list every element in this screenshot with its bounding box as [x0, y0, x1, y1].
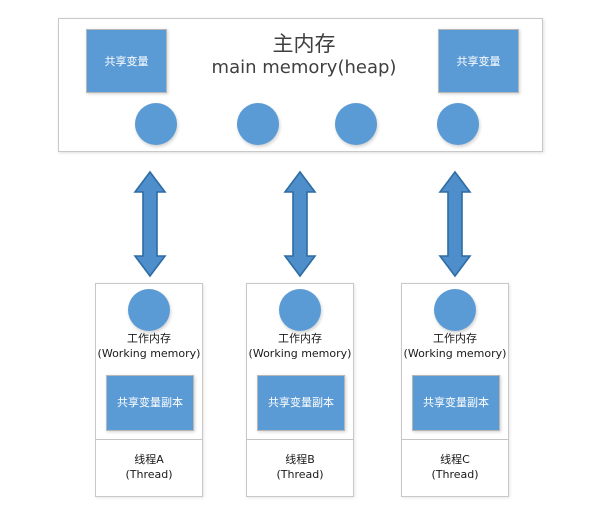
working-memory-label-en-c: (Working memory) — [403, 346, 507, 360]
main-memory-title-en: main memory(heap) — [211, 57, 397, 79]
arrow-thread-c — [437, 170, 473, 278]
shared-variable-copy-label-c: 共享变量副本 — [423, 395, 489, 409]
thread-label-en-a: (Thread) — [125, 468, 173, 481]
main-memory-container: 共享变量 主内存 main memory(heap) 共享变量 — [58, 18, 543, 152]
shared-variable-copy-box-c: 共享变量副本 — [412, 375, 500, 431]
double-arrow-icon — [133, 170, 167, 278]
working-memory-label-b: 工作内存 (Working memory) — [247, 332, 353, 362]
working-memory-circle-a — [128, 289, 170, 331]
thread-box-c: 线程C (Thread) — [401, 440, 509, 497]
double-arrow-icon — [438, 170, 472, 278]
working-memory-label-en-b: (Working memory) — [248, 346, 352, 360]
shared-variable-box-left: 共享变量 — [86, 29, 167, 93]
thread-label-cn-c: 线程C — [440, 453, 470, 467]
working-memory-label-cn-a: 工作内存 — [127, 332, 171, 345]
arrow-thread-b — [282, 170, 318, 278]
shared-variable-label-left: 共享变量 — [104, 55, 149, 68]
working-memory-label-c: 工作内存 (Working memory) — [402, 332, 508, 362]
thread-column-b: 工作内存 (Working memory) 共享变量副本 线程B (Thread… — [246, 283, 354, 497]
working-memory-box-a: 工作内存 (Working memory) 共享变量副本 — [95, 283, 203, 440]
thread-label-en-b: (Thread) — [276, 468, 324, 481]
memory-cell-circle-2 — [237, 103, 279, 145]
working-memory-circle-b — [279, 289, 321, 331]
shared-variable-box-right: 共享变量 — [438, 29, 519, 93]
thread-column-a: 工作内存 (Working memory) 共享变量副本 线程A (Thread… — [95, 283, 203, 497]
thread-label-en-c: (Thread) — [431, 468, 479, 481]
thread-label-cn-b: 线程B — [285, 453, 315, 467]
shared-variable-copy-label-a: 共享变量副本 — [117, 395, 183, 409]
double-arrow-icon — [283, 170, 317, 278]
main-memory-title: 主内存 main memory(heap) — [209, 31, 399, 80]
shared-variable-copy-box-b: 共享变量副本 — [257, 375, 345, 431]
shared-variable-copy-label-b: 共享变量副本 — [268, 395, 334, 409]
arrow-thread-a — [132, 170, 168, 278]
memory-cell-circle-1 — [135, 103, 177, 145]
shared-variable-copy-box-a: 共享变量副本 — [106, 375, 194, 431]
working-memory-box-c: 工作内存 (Working memory) 共享变量副本 — [401, 283, 509, 440]
memory-cell-circle-4 — [437, 103, 479, 145]
thread-box-b: 线程B (Thread) — [246, 440, 354, 497]
working-memory-box-b: 工作内存 (Working memory) 共享变量副本 — [246, 283, 354, 440]
working-memory-label-a: 工作内存 (Working memory) — [96, 332, 202, 362]
thread-column-c: 工作内存 (Working memory) 共享变量副本 线程C (Thread… — [401, 283, 509, 497]
thread-box-a: 线程A (Thread) — [95, 440, 203, 497]
working-memory-circle-c — [434, 289, 476, 331]
thread-label-cn-a: 线程A — [134, 453, 164, 467]
shared-variable-label-right: 共享变量 — [456, 55, 501, 68]
working-memory-label-en-a: (Working memory) — [97, 346, 201, 360]
main-memory-title-cn: 主内存 — [272, 32, 336, 56]
working-memory-label-cn-b: 工作内存 — [278, 332, 322, 345]
working-memory-label-cn-c: 工作内存 — [433, 332, 477, 345]
memory-cell-circle-3 — [335, 103, 377, 145]
